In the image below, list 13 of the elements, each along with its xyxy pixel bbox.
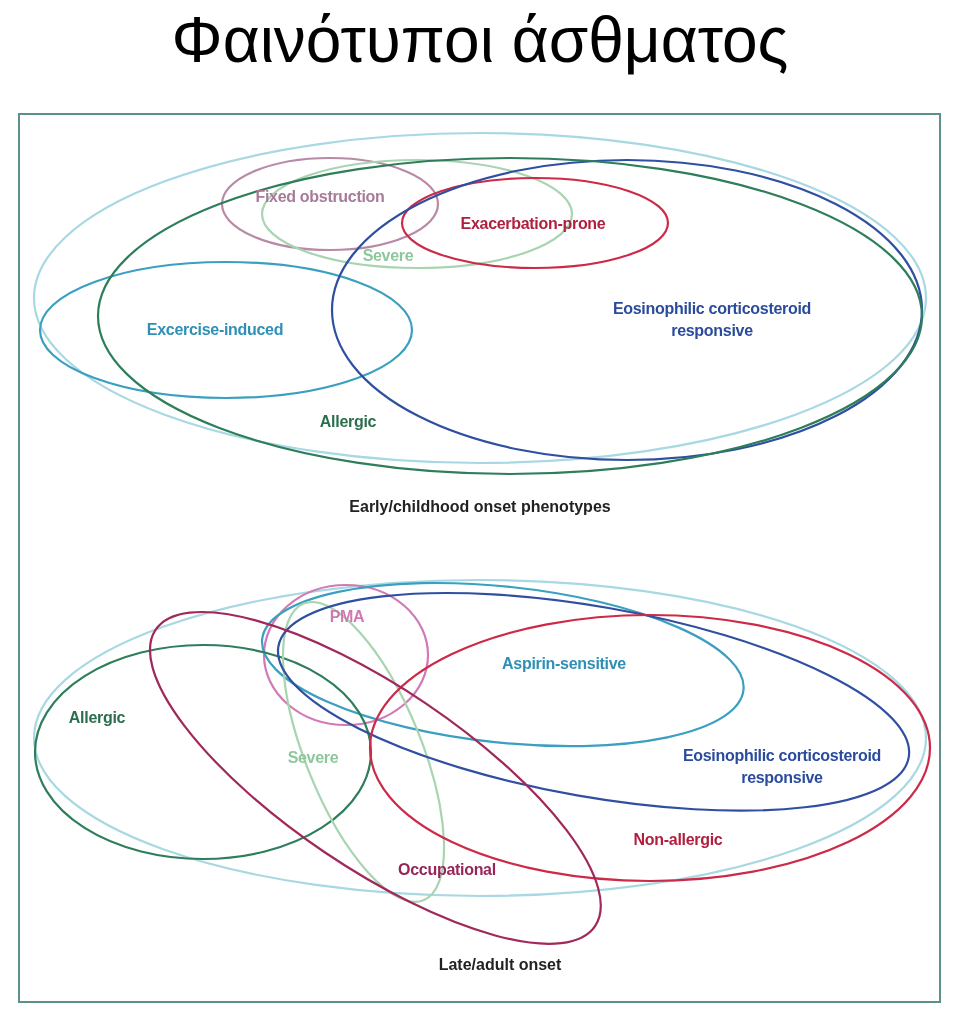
phenotype-label: Non-allergic <box>632 830 724 850</box>
phenotype-label: Aspirin-sensitive <box>501 654 627 674</box>
phenotype-label: Exacerbation-prone <box>459 214 607 234</box>
phenotype-label: Allergic <box>67 708 127 728</box>
phenotype-label: Excercise-induced <box>145 320 285 340</box>
phenotype-label: Occupational <box>397 860 497 880</box>
phenotype-label: Eosinophilic corticosteroid responsive <box>681 746 883 788</box>
phenotype-label: Severe <box>361 246 415 266</box>
phenotype-label: Allergic <box>318 412 378 432</box>
panel-caption: Early/childhood onset phenotypes <box>349 497 611 517</box>
diagram-title: Φαινότυποι άσθματος <box>170 3 790 78</box>
panel-caption: Late/adult onset <box>438 955 562 975</box>
phenotype-label: Eosinophilic corticosteroid responsive <box>611 299 813 341</box>
